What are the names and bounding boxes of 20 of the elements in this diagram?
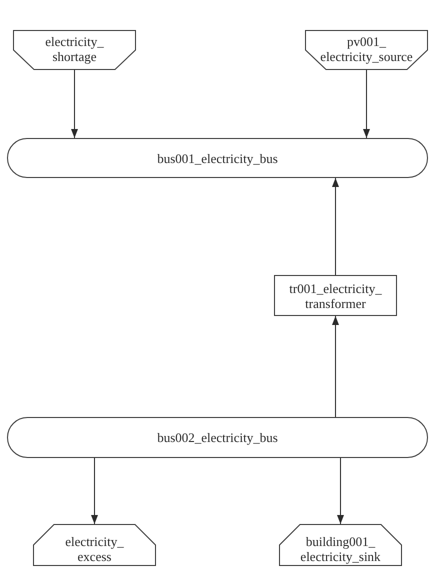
bus-pill [7,417,428,458]
arrow [71,70,78,138]
node-label: electricity_ shortage [44,34,105,64]
node-label: bus002_electricity_bus [157,430,278,445]
node-label: tr001_electricity_ transformer [288,280,382,310]
arrow [337,458,344,524]
sink-trapezoid [279,524,402,566]
source-trapezoid [305,30,428,70]
node-label: electricity_ excess [64,534,125,564]
node-label: pv001_ electricity_source [320,34,414,64]
transformer-box [274,275,397,316]
arrow [363,70,370,138]
arrow [332,178,339,276]
arrow [91,458,98,524]
bus-pill [7,138,428,178]
node-label: building001_ electricity_sink [299,534,382,564]
source-trapezoid [13,30,136,70]
arrow [332,316,339,418]
node-label: bus001_electricity_bus [157,150,278,166]
sink-trapezoid [33,524,156,566]
